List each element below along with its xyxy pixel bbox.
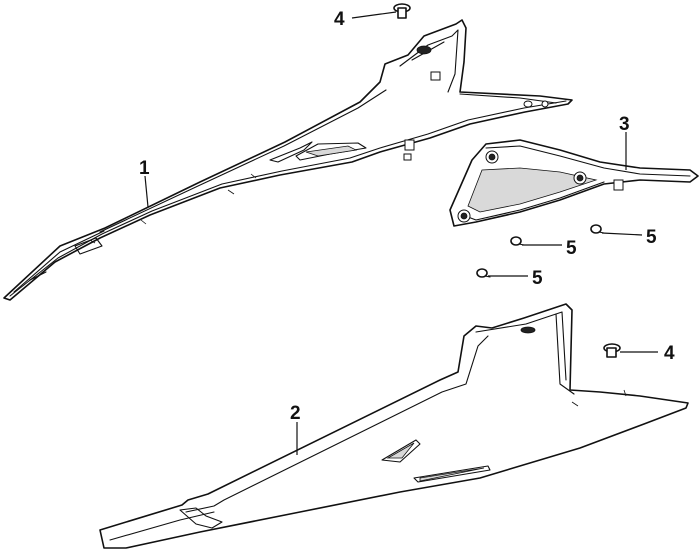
- callout-part-2: 2: [290, 403, 301, 424]
- screw-4-top: [393, 3, 411, 19]
- callout-part-1: 1: [139, 158, 150, 179]
- callout-screw-5-c: 5: [532, 268, 543, 289]
- rear-bracket-part-3: [449, 139, 699, 227]
- callout-part-3: 3: [619, 114, 630, 135]
- side-cover-upper-part-1: [3, 19, 573, 301]
- screw-4-right: [603, 343, 621, 358]
- screw-5-a: [510, 236, 525, 246]
- callout-screw-5-b: 5: [646, 227, 657, 248]
- callout-screw-4-right: 4: [664, 343, 675, 364]
- side-cover-lower-part-2: [99, 303, 689, 549]
- callout-screw-4-top: 4: [334, 9, 345, 30]
- callout-screw-5-a: 5: [566, 238, 577, 259]
- screw-5-b: [590, 224, 605, 234]
- leader-lines: [144, 11, 658, 455]
- screw-5-c: [476, 268, 491, 278]
